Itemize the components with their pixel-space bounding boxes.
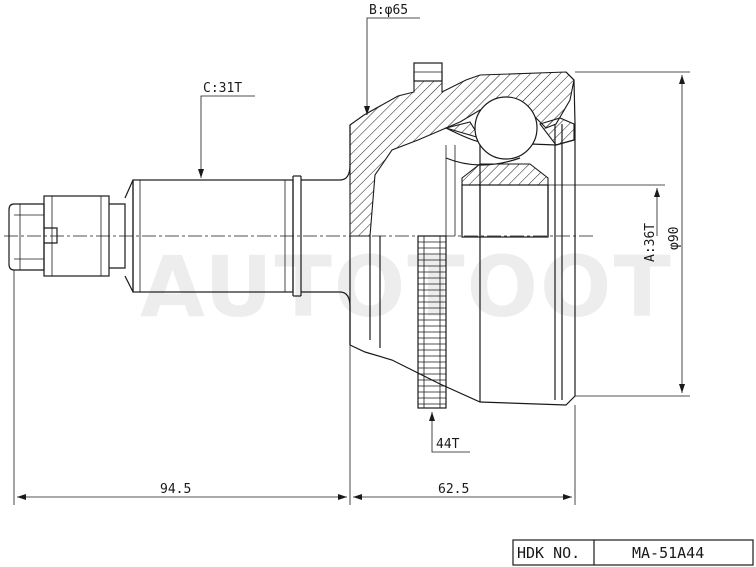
- seal-diameter-label: B:φ65: [369, 3, 408, 18]
- title-block-label: HDK NO.: [517, 544, 580, 562]
- title-block: HDK NO. MA-51A44: [512, 539, 754, 566]
- spline-outer-label: C:31T: [203, 81, 242, 96]
- abs-ring-label: 44T: [436, 437, 460, 452]
- outer-diameter-label: φ90: [667, 227, 682, 250]
- shaft-length-label: 94.5: [160, 482, 191, 497]
- watermark: AUTOTOOT: [140, 238, 673, 336]
- spline-inner-label: A:36T: [643, 223, 658, 262]
- callouts: [13, 17, 690, 505]
- bell-length-label: 62.5: [438, 482, 469, 497]
- outer-race: [349, 62, 576, 406]
- part-number: MA-51A44: [632, 544, 704, 562]
